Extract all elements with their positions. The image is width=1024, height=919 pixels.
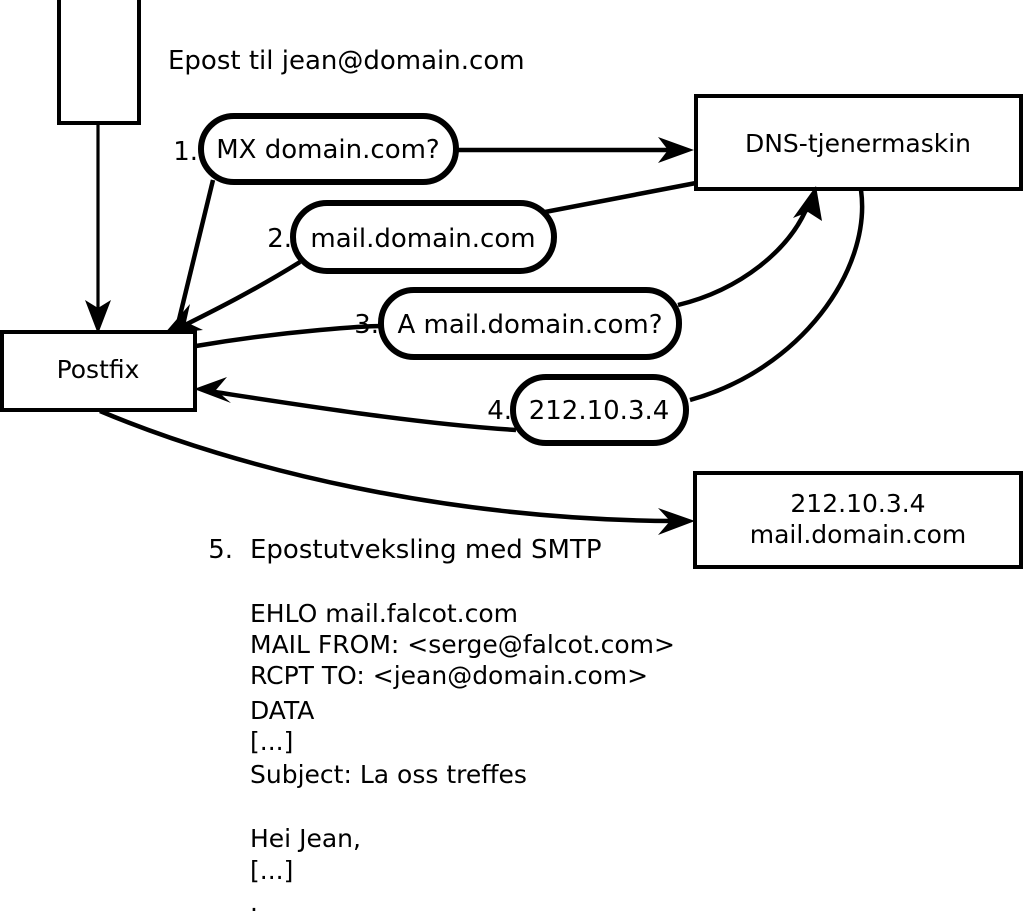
node-mailserver-ip-label: 212.10.3.4 xyxy=(790,489,925,518)
step-number-3: 3. xyxy=(354,310,379,340)
diagram-title-text: Epost til jean@domain.com xyxy=(168,46,525,76)
step-5-label: Epostutveksling med SMTP xyxy=(250,535,602,565)
step-number-5: 5. xyxy=(208,535,233,565)
step-number-2: 2. xyxy=(267,224,292,254)
arrowhead-step4-to-postfix xyxy=(194,377,231,403)
step-pill-1-label: MX domain.com? xyxy=(216,135,439,165)
arrowhead-step1-to-dns xyxy=(658,137,694,163)
connector-dns-to-step2 xyxy=(544,180,697,215)
connector-postfix-to-step3 xyxy=(195,323,384,349)
node-postfix-label: Postfix xyxy=(57,355,140,384)
node-postfix-box[interactable] xyxy=(0,330,197,412)
smtp-line-2: RCPT TO: <jean@domain.com> xyxy=(250,661,648,690)
arrowhead-postfix-to-mailserver xyxy=(658,508,695,535)
smtp-line-8: [...] xyxy=(250,856,293,885)
connector-step2-to-postfix xyxy=(183,260,302,328)
smtp-line-5: Subject: La oss treffes xyxy=(250,760,527,789)
step-pill-4[interactable] xyxy=(510,374,689,446)
smtp-line-1: MAIL FROM: <serge@falcot.com> xyxy=(250,630,675,659)
connector-step4-to-postfix xyxy=(214,389,517,433)
step-pill-2[interactable] xyxy=(290,200,557,274)
arrowhead-step3-to-dns xyxy=(793,186,822,221)
connector-step3-to-dns xyxy=(677,204,811,308)
node-dns-label: DNS-tjenermaskin xyxy=(745,129,971,158)
node-mailserver-host-label: mail.domain.com xyxy=(750,520,966,549)
smtp-transcript: EHLO mail.falcot.com MAIL FROM: <serge@f… xyxy=(250,599,675,917)
arrowhead-client-to-postfix xyxy=(85,300,111,334)
step-pill-3[interactable] xyxy=(378,287,682,360)
smtp-line-0: EHLO mail.falcot.com xyxy=(250,599,518,628)
step-pill-4-label: 212.10.3.4 xyxy=(529,396,670,426)
step-pill-2-label: mail.domain.com xyxy=(310,224,535,254)
step-number-1: 1. xyxy=(173,137,198,167)
step-pill-1[interactable] xyxy=(198,113,459,185)
arrowhead-step2-to-postfix xyxy=(164,304,203,334)
connector-postfix-to-mailserver xyxy=(99,408,676,524)
node-client-box[interactable] xyxy=(57,0,141,125)
smtp-line-3: DATA xyxy=(250,696,314,725)
smtp-line-9: . xyxy=(250,888,258,917)
connector-step1-tail-to-postfix xyxy=(173,179,216,333)
node-mailserver-box[interactable] xyxy=(693,471,1023,569)
step-number-4: 4. xyxy=(487,396,512,426)
smtp-line-7: Hei Jean, xyxy=(250,824,361,853)
node-dns-box[interactable] xyxy=(694,94,1023,191)
step-pill-3-label: A mail.domain.com? xyxy=(398,310,663,340)
smtp-line-4: [...] xyxy=(250,727,293,756)
connector-dns-to-step4 xyxy=(689,189,865,403)
